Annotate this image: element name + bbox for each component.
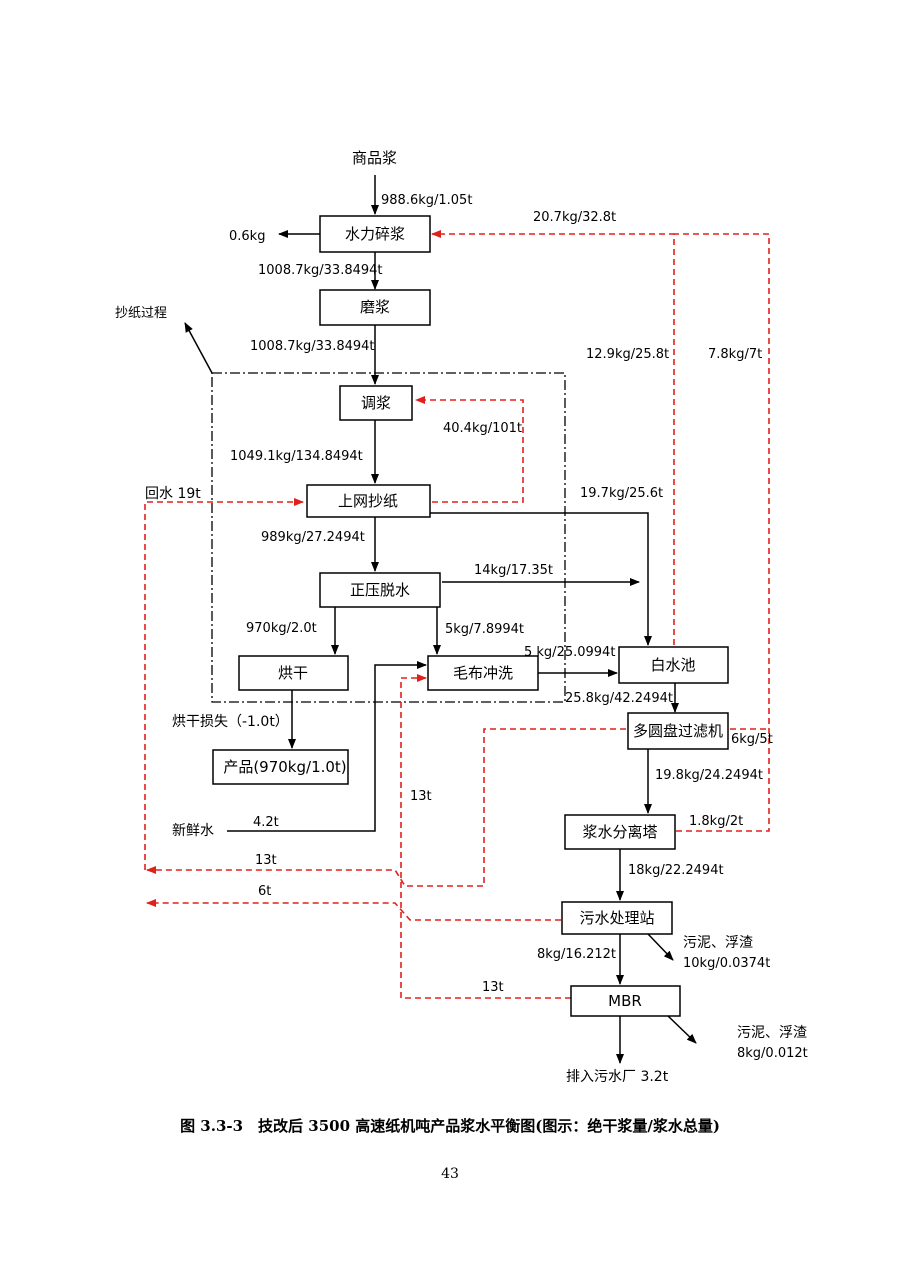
node-separator-tower: 浆水分离塔	[564, 814, 676, 850]
figure-caption: 图 3.3-3 技改后 3500 高速纸机吨产品浆水平衡图(图示：绝干浆量/浆水…	[180, 1117, 720, 1135]
label-sludge-1: 污泥、浮渣	[683, 935, 753, 951]
node-press-dewatering-label: 正压脱水	[350, 581, 410, 599]
flow-label-f3: 1008.7kg/33.8494t	[258, 263, 383, 278]
node-blending-label: 调浆	[361, 394, 391, 412]
node-drying-label: 烘干	[278, 664, 308, 682]
node-disc-filter: 多圆盘过滤机	[627, 712, 729, 750]
return-water-19t	[144, 498, 304, 870]
recycle-wire-to-blending	[415, 396, 524, 503]
node-commercial-pulp: 商品浆	[352, 149, 397, 167]
flow-label-f15: 8kg/16.212t	[537, 947, 616, 962]
node-wastewater-station: 污水处理站	[561, 901, 673, 935]
node-whitewater-tank-label: 白水池	[650, 656, 695, 674]
node-separator-tower-label: 浆水分离塔	[582, 823, 657, 841]
node-wire-section: 上网抄纸	[306, 484, 431, 518]
node-refining: 磨浆	[319, 289, 431, 326]
boundary-pointer-arrow	[184, 322, 213, 374]
flow-fresh-water	[227, 661, 427, 832]
recycle-separator-to-pulper	[674, 233, 770, 832]
label-sludge-2: 污泥、浮渣	[737, 1025, 807, 1041]
flow-label-f4: 1008.7kg/33.8494t	[250, 339, 375, 354]
node-hydropulper-label: 水力碎浆	[345, 225, 405, 243]
recycle-whitewater-to-pulper	[431, 230, 675, 645]
recycle-mbr-to-felt-wash	[400, 674, 571, 999]
label-drying-loss: 烘干损失（-1.0t）	[172, 714, 289, 730]
label-fresh-water: 新鲜水	[172, 823, 214, 839]
label-return-water: 回水 19t	[145, 486, 201, 502]
flow-label-f10: 19.7kg/25.6t	[580, 486, 663, 501]
flow-label-f5: 1049.1kg/134.8494t	[230, 449, 363, 464]
page-number: 43	[441, 1166, 459, 1182]
node-product-label: 产品(970kg/1.0t)	[223, 758, 346, 776]
label-papermaking-process: 抄纸过程	[115, 306, 167, 321]
node-mbr: MBR	[570, 985, 681, 1017]
flow-label-f8: 5kg/7.8994t	[445, 622, 524, 637]
flow-label-f6: 989kg/27.2494t	[261, 530, 365, 545]
flow-label-f16: 4.2t	[253, 815, 279, 830]
flow-label-f14: 18kg/22.2494t	[628, 863, 724, 878]
node-wastewater-station-label: 污水处理站	[579, 909, 654, 927]
flow-label-f1: 988.6kg/1.05t	[381, 193, 472, 208]
flow-label-f7: 970kg/2.0t	[246, 621, 317, 636]
node-wire-section-label: 上网抄纸	[338, 492, 398, 510]
recycle-label-r4: 40.4kg/101t	[443, 421, 522, 436]
node-product: 产品(970kg/1.0t)	[212, 749, 349, 785]
recycle-label-r9: 6t	[258, 884, 271, 899]
node-felt-wash-label: 毛布冲洗	[453, 664, 513, 682]
flow-label-f11: 5 kg/25.0994t	[524, 645, 615, 660]
recycle-label-r5: 6kg/5t	[731, 732, 773, 747]
node-press-dewatering: 正压脱水	[319, 572, 441, 608]
flow-label-f13: 19.8kg/24.2494t	[655, 768, 763, 783]
node-hydropulper: 水力碎浆	[319, 215, 431, 253]
flow-wastewater-sludge	[647, 933, 674, 961]
label-sludge-1-amount: 10kg/0.0374t	[683, 956, 770, 971]
flow-label-f9: 14kg/17.35t	[474, 563, 553, 578]
node-blending: 调浆	[339, 385, 413, 421]
label-discharge: 排入污水厂 3.2t	[566, 1069, 669, 1085]
node-whitewater-tank: 白水池	[618, 646, 729, 684]
node-disc-filter-label: 多圆盘过滤机	[633, 722, 723, 740]
node-mbr-label: MBR	[608, 992, 642, 1010]
node-drying: 烘干	[238, 655, 349, 691]
label-sludge-2-amount: 8kg/0.012t	[737, 1046, 808, 1061]
papermaking-process-boundary	[211, 372, 566, 703]
node-felt-wash: 毛布冲洗	[427, 655, 539, 691]
recycle-label-r8: 13t	[255, 853, 277, 868]
recycle-label-r6: 1.8kg/2t	[689, 814, 743, 829]
recycle-label-r2: 12.9kg/25.8t	[586, 347, 669, 362]
recycle-wastewater-6t	[146, 899, 561, 921]
recycle-label-r10: 13t	[482, 980, 504, 995]
recycle-label-r1: 20.7kg/32.8t	[533, 210, 616, 225]
recycle-label-r7: 13t	[410, 789, 432, 804]
flow-wire-to-whitewater	[430, 512, 652, 646]
recycle-label-r3: 7.8kg/7t	[708, 347, 762, 362]
flow-label-f2: 0.6kg	[229, 229, 265, 244]
node-refining-label: 磨浆	[360, 298, 390, 316]
flow-mbr-sludge	[667, 1015, 697, 1044]
flow-label-f12: 25.8kg/42.2494t	[565, 691, 673, 706]
